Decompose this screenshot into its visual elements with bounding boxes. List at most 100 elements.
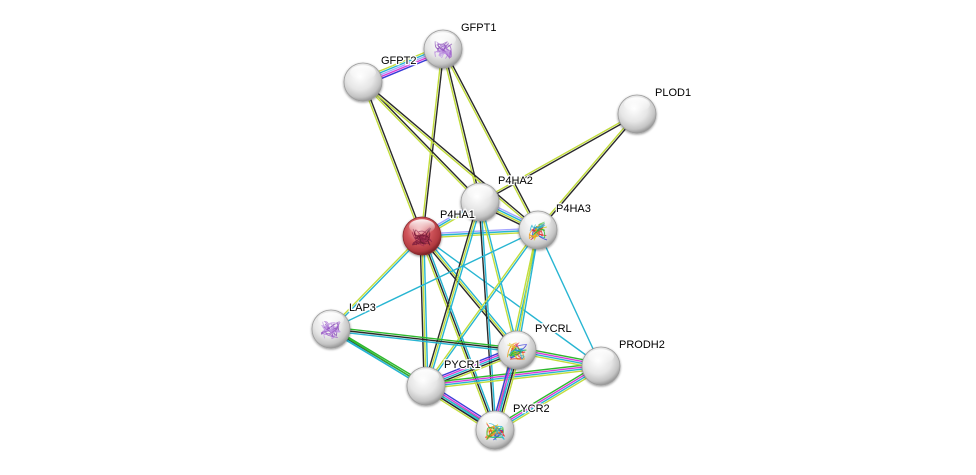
edge-strand-experiments — [494, 364, 601, 430]
edge-strand-textmining — [515, 229, 538, 350]
edge-gfpt2-p4ha1[interactable] — [361, 81, 424, 237]
edge-strand-databases — [331, 236, 424, 331]
node-gloss — [504, 333, 530, 348]
edge-strand-databases — [517, 230, 540, 351]
edge-strand-databases — [423, 235, 429, 386]
edge-plod1-p4ha3[interactable] — [536, 112, 639, 232]
node-gloss — [588, 349, 614, 364]
node-label-pycr1: PYCR1 — [444, 359, 481, 371]
node-gloss — [624, 97, 650, 112]
edge-strand-textmining — [419, 236, 494, 431]
edge-strand-textmining — [425, 201, 481, 387]
node-label-gfpt1: GFPT1 — [461, 22, 496, 34]
edge-strand-coexpression — [480, 114, 638, 204]
node-prodh2[interactable]: PRODH2 — [581, 338, 666, 386]
edge-strand-textmining — [536, 112, 637, 230]
edge-strand-textmining — [421, 235, 518, 351]
edge-strand-coexpression — [421, 235, 496, 431]
edge-p4ha1-pycr1[interactable] — [419, 235, 429, 387]
node-gfpt1[interactable]: GFPT1 — [423, 21, 498, 69]
edge-strand-textmining — [479, 112, 637, 202]
node-pycr2[interactable]: PYCR2 — [475, 402, 551, 450]
edge-p4ha3-pycr1[interactable] — [424, 229, 540, 387]
edge-strand-databases — [421, 235, 602, 367]
edge-strand-databases — [480, 201, 519, 350]
edge-p4ha2-pycr1[interactable] — [423, 201, 483, 387]
edge-strand-textmining — [426, 368, 602, 390]
edge-strand-neighborhood — [493, 362, 600, 429]
edge-p4ha3-prodh2[interactable] — [537, 229, 602, 367]
edge-strand-textmining — [496, 367, 603, 434]
edge-strand-textmining — [493, 229, 538, 430]
edge-strand-databases — [330, 229, 539, 330]
edge-p4ha1-lap3[interactable] — [329, 234, 424, 331]
edge-strand-textmining — [329, 234, 422, 329]
edge-strand-coexpression — [419, 236, 425, 387]
edge-strand-coexpression — [443, 48, 540, 230]
node-gfpt2[interactable]: GFPT2 — [343, 54, 418, 102]
edge-strand-databases — [423, 235, 498, 430]
edge-strand-databases — [330, 330, 517, 353]
protein-structure-icon — [411, 227, 433, 247]
edge-plod1-p4ha2[interactable] — [479, 112, 638, 204]
node-plod1[interactable]: PLOD1 — [617, 86, 692, 134]
node-gloss — [318, 312, 344, 327]
edge-strand-databases — [537, 229, 602, 367]
edge-strand-databases — [422, 234, 519, 350]
edge-gfpt2-p4ha3[interactable] — [361, 80, 540, 232]
node-gloss — [482, 413, 508, 428]
node-lap3[interactable]: LAP3 — [311, 301, 377, 349]
edge-strand-coexpression — [363, 80, 482, 202]
node-label-lap3: LAP3 — [349, 302, 376, 314]
edge-strand-coexpression — [363, 80, 540, 230]
node-gloss — [525, 213, 551, 228]
edge-strand-databases — [495, 366, 602, 432]
node-p4ha1[interactable]: P4HA1 — [402, 208, 476, 256]
node-label-pycrl: PYCRL — [535, 323, 572, 335]
edge-lap3-pycrl[interactable] — [330, 326, 518, 353]
edge-p4ha1-prodh2[interactable] — [421, 235, 602, 367]
node-label-p4ha2: P4HA2 — [498, 175, 533, 187]
edge-strand-coexpression — [420, 236, 517, 352]
edge-gfpt1-p4ha3[interactable] — [441, 48, 540, 231]
node-gloss — [467, 185, 493, 200]
edge-strand-textmining — [421, 235, 427, 387]
edge-strand-textmining — [441, 49, 480, 203]
node-p4ha3[interactable]: P4HA3 — [518, 202, 592, 250]
node-gloss — [350, 65, 376, 80]
edge-p4ha2-pycr2[interactable] — [478, 201, 497, 431]
edge-strand-coexpression — [423, 201, 479, 386]
node-gloss — [409, 219, 435, 234]
node-gloss — [430, 32, 456, 47]
edge-strand-coexpression — [443, 48, 482, 202]
node-label-prodh2: PRODH2 — [619, 339, 665, 351]
edge-gfpt2-p4ha2[interactable] — [361, 80, 482, 204]
edge-p4ha3-lap3[interactable] — [330, 229, 539, 330]
node-pycr1[interactable]: PYCR1 — [406, 358, 482, 406]
edge-strand-textmining — [478, 202, 517, 351]
node-p4ha2[interactable]: P4HA2 — [460, 174, 534, 222]
edge-strand-neighborhood — [331, 326, 518, 349]
edge-strand-textmining — [422, 231, 539, 239]
node-pycrl[interactable]: PYCRL — [497, 322, 573, 370]
edge-strand-coexpression — [478, 202, 495, 431]
node-label-plod1: PLOD1 — [655, 87, 691, 99]
node-label-p4ha3: P4HA3 — [556, 203, 591, 215]
edge-strand-databases — [426, 230, 540, 387]
edge-strand-coexpression — [363, 81, 424, 236]
edge-strand-databases — [480, 201, 497, 430]
protein-structure-icon — [485, 422, 506, 441]
edge-strand-textmining — [361, 82, 538, 232]
edge-strand-textmining — [361, 82, 480, 204]
edge-p4ha2-pycrl[interactable] — [478, 201, 519, 351]
edge-gfpt1-p4ha2[interactable] — [441, 48, 482, 203]
edge-p4ha3-pycrl[interactable] — [515, 229, 540, 351]
edge-strand-textmining — [361, 82, 422, 237]
edge-p4ha1-pycrl[interactable] — [420, 234, 519, 352]
edge-pycr2-prodh2[interactable] — [493, 362, 603, 434]
edge-p4ha1-pycr2[interactable] — [419, 235, 498, 431]
node-label-gfpt2: GFPT2 — [381, 55, 416, 67]
edge-strand-textmining — [424, 229, 538, 386]
